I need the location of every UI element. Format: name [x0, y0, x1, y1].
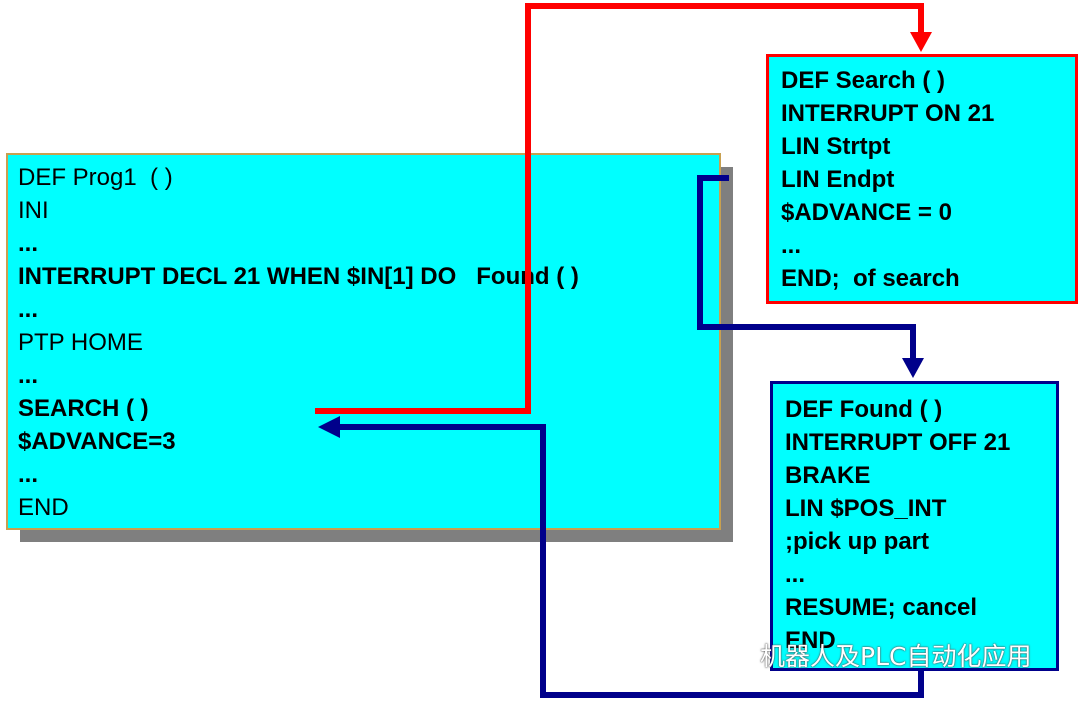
prog1-line-6: ...	[18, 362, 39, 389]
search-line-4: $ADVANCE = 0	[781, 199, 952, 226]
prog1-line-5: PTP HOME	[18, 329, 143, 356]
call-search-arrowhead	[910, 32, 932, 52]
prog1-line-9: ...	[18, 461, 39, 488]
prog1-line-8: $ADVANCE=3	[18, 428, 176, 455]
search-code-box: DEF Search ( ) INTERRUPT ON 21 LIN Strtp…	[766, 54, 1078, 304]
prog1-line-3: INTERRUPT DECL 21 WHEN $IN[1] DO Found (…	[18, 263, 579, 290]
found-line-6: RESUME; cancel	[785, 594, 978, 621]
watermark: 机器人及PLC自动化应用	[712, 638, 1052, 672]
prog1-line-0: DEF Prog1 ( )	[18, 164, 173, 191]
prog1-line-7: SEARCH ( )	[18, 395, 149, 422]
found-line-2: BRAKE	[785, 462, 871, 489]
found-line-1: INTERRUPT OFF 21	[785, 429, 1011, 456]
found-line-5: ...	[785, 561, 806, 588]
search-line-3: LIN Endpt	[781, 166, 895, 193]
search-line-6: END; of search	[781, 265, 960, 292]
interrupt-found-arrowhead	[902, 358, 924, 378]
prog1-line-1: INI	[18, 197, 49, 224]
found-line-4: ;pick up part	[785, 528, 930, 555]
search-line-2: LIN Strtpt	[781, 133, 891, 160]
found-line-0: DEF Found ( )	[785, 396, 943, 423]
search-line-5: ...	[781, 232, 802, 259]
prog1-line-2: ...	[18, 230, 39, 257]
search-line-0: DEF Search ( )	[781, 67, 946, 94]
search-line-1: INTERRUPT ON 21	[781, 100, 995, 127]
watermark-text: 机器人及PLC自动化应用	[760, 642, 1032, 671]
found-code-box: DEF Found ( ) INTERRUPT OFF 21 BRAKE LIN…	[770, 381, 1059, 671]
wechat-icon	[713, 639, 754, 670]
found-line-3: LIN $POS_INT	[785, 495, 947, 522]
prog1-code-box: DEF Prog1 ( ) INI ... INTERRUPT DECL 21 …	[6, 153, 721, 530]
prog1-line-10: END	[18, 494, 69, 521]
prog1-line-4: ...	[18, 296, 39, 323]
